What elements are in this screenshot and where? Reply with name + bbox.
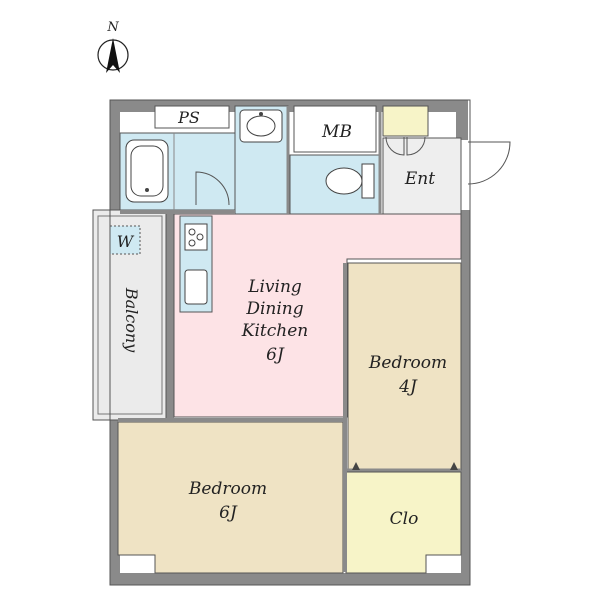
room-bedroom-east: Bedroom 4J — [347, 262, 462, 471]
cupboard-door-right — [406, 136, 426, 156]
room-balcony: W Balcony — [92, 209, 167, 421]
closet-marker-left — [352, 462, 360, 470]
room-mb: MB — [293, 105, 377, 153]
partitions — [118, 106, 461, 572]
wall-south — [110, 573, 470, 585]
room-bathroom — [119, 132, 236, 211]
compass-label: N — [106, 20, 119, 35]
wall-west-lower — [110, 420, 120, 585]
wall-balcony-back — [166, 212, 174, 418]
bedroom-east-label-line1: Bedroom — [368, 353, 447, 373]
compass-arrow-icon — [106, 38, 120, 73]
bathtub-inner-icon — [130, 145, 164, 197]
ps-box — [154, 105, 230, 129]
bedroom-south-label-line1: Bedroom — [188, 479, 267, 499]
ldk-label-line3: Kitchen — [241, 321, 308, 341]
sink-basin-icon — [246, 115, 276, 137]
ldk-floor — [173, 213, 462, 418]
room-toilet — [289, 154, 381, 215]
faucet-icon — [259, 112, 263, 116]
entrance-door-swing — [467, 141, 511, 185]
building-outline — [109, 99, 471, 586]
room-ldk: Living Dining Kitchen 6J — [173, 213, 462, 418]
toilet-tank-icon — [361, 163, 375, 199]
ldk-label-line1: Living — [247, 277, 302, 297]
cupboard-door-left — [385, 136, 405, 156]
ldk-label-line2: Dining — [245, 299, 303, 319]
balcony-label: Balcony — [122, 287, 141, 353]
bedroom-east-floor — [347, 262, 462, 471]
shoe-cupboard — [382, 105, 429, 137]
wall-west-upper — [110, 100, 120, 210]
closet-label: Clo — [390, 509, 419, 529]
room-washroom — [234, 105, 289, 215]
kitchen-sink-icon — [184, 269, 208, 305]
ps-label: PS — [177, 108, 200, 127]
bathroom-door-swing — [195, 171, 230, 206]
washer-label: W — [117, 232, 135, 251]
ent-label: Ent — [404, 169, 435, 189]
mb-label: MB — [321, 122, 352, 142]
ldk-label-line4: 6J — [266, 345, 285, 365]
toilet-bowl-icon — [325, 167, 363, 195]
room-closet: Clo — [345, 471, 462, 574]
drain-icon — [145, 188, 149, 192]
closet-marker-right — [450, 462, 458, 470]
burner-icon-3 — [188, 239, 196, 247]
burner-icon-1 — [188, 228, 196, 236]
washer-space — [109, 225, 141, 255]
closet-floor — [345, 471, 462, 574]
north-compass: N — [97, 20, 129, 73]
burner-icon-2 — [196, 233, 204, 241]
room-bedroom-south: Bedroom 6J — [117, 421, 344, 574]
bedroom-east-label-line2: 4J — [398, 377, 418, 397]
room-ps: PS — [154, 105, 230, 129]
stove-icon — [184, 223, 208, 251]
room-entrance: Ent — [382, 105, 511, 215]
wall-east-upper — [456, 100, 468, 140]
bedroom-south-label-line2: 6J — [219, 503, 238, 523]
mb-box — [293, 105, 377, 153]
wall-east-lower — [461, 210, 470, 585]
